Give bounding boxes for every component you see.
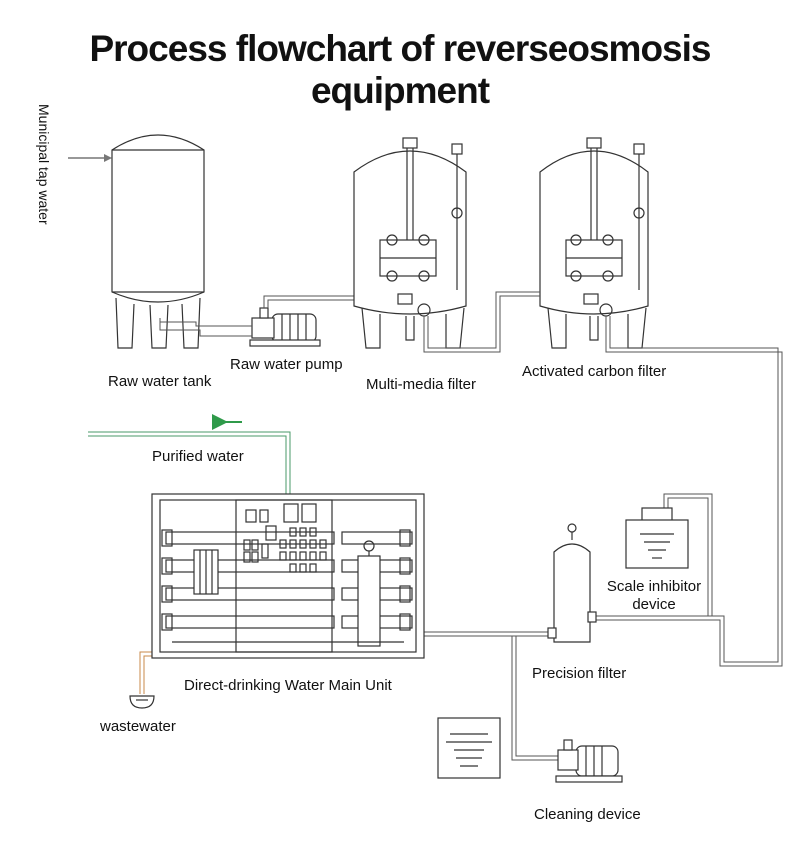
main-unit xyxy=(151,493,425,659)
wastewater-label: wastewater xyxy=(100,718,176,735)
multi-media-filter xyxy=(353,137,467,349)
cleaning-device-label: Cleaning device xyxy=(534,806,641,823)
scale-inhibitor-label-line2: device xyxy=(632,596,676,613)
raw-water-tank xyxy=(111,134,205,349)
pipe-filters-loop xyxy=(423,291,783,761)
cleaning-device xyxy=(437,717,623,783)
purified-water-label: Purified water xyxy=(152,448,244,465)
inlet-arrow-icon xyxy=(68,154,112,162)
scale-inhibitor-device xyxy=(625,507,689,569)
scale-inhibitor-label-line1: Scale inhibitor xyxy=(606,578,702,595)
raw-water-tank-label: Raw water tank xyxy=(108,373,212,390)
raw-water-pump xyxy=(249,307,321,347)
activated-carbon-filter xyxy=(539,137,649,349)
drain-icon xyxy=(129,695,155,709)
activated-carbon-filter-label: Activated carbon filter xyxy=(522,363,667,380)
municipal-tap-water-label: Municipal tap water xyxy=(36,104,52,225)
pipe-tank-to-pump xyxy=(159,295,372,337)
main-unit-label: Direct-drinking Water Main Unit xyxy=(184,677,392,694)
raw-water-pump-label: Raw water pump xyxy=(230,356,343,373)
precision-filter-label: Precision filter xyxy=(532,665,627,682)
purified-water-pipe xyxy=(88,414,291,494)
multi-media-filter-label: Multi-media filter xyxy=(366,376,477,393)
page-title: Process flowchart of reverseosmosis equi… xyxy=(89,28,711,111)
precision-filter xyxy=(547,523,597,643)
